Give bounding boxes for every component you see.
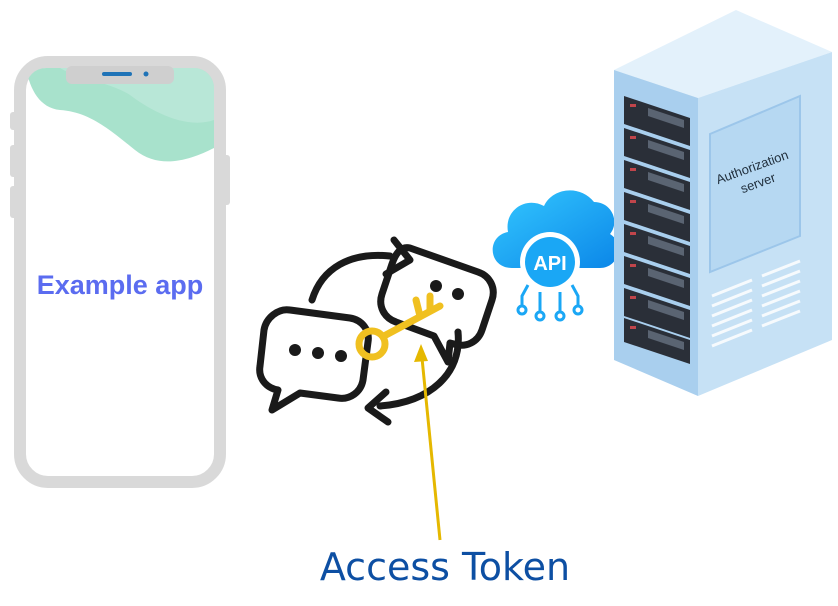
server-bay-slots xyxy=(648,108,684,350)
server-bay-lights xyxy=(630,104,636,329)
phone-camera xyxy=(143,71,149,77)
chat-dots xyxy=(289,280,464,362)
key-icon xyxy=(355,292,444,361)
server-top xyxy=(614,10,832,98)
server-panel xyxy=(709,94,801,274)
access-token-label: Access Token xyxy=(319,545,571,589)
server-drive-bays xyxy=(624,96,690,364)
server-vents xyxy=(711,259,801,348)
api-circuit-nodes xyxy=(516,304,584,322)
token-pointer-arrow xyxy=(414,344,442,541)
api-label: API xyxy=(533,253,566,275)
phone-speaker xyxy=(102,72,132,76)
phone-frame xyxy=(14,56,226,488)
api-circuit-lines xyxy=(520,284,580,312)
app-label: Example app xyxy=(36,270,204,300)
